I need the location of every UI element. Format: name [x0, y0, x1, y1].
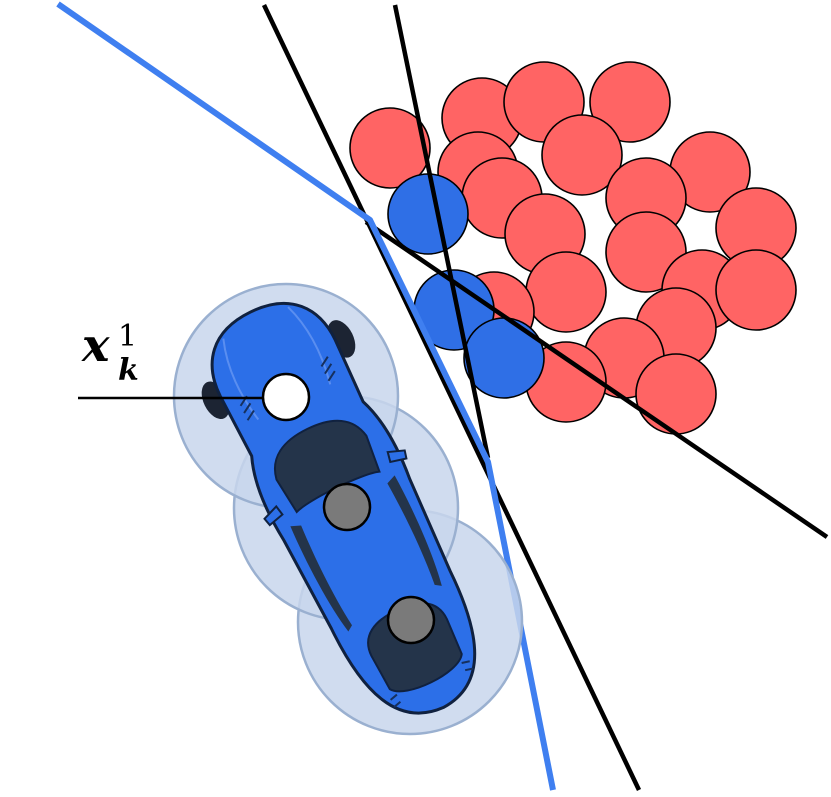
- label-base: x: [82, 318, 110, 372]
- separating-planes: [261, 4, 829, 791]
- car-vent: [320, 356, 336, 382]
- rear-reference-point: [386, 595, 436, 645]
- obstacle-circle: [525, 251, 607, 333]
- car-side-window: [290, 525, 352, 632]
- car-windshield: [274, 419, 381, 514]
- separating-plane-line: [261, 4, 642, 791]
- car-vent: [461, 660, 474, 672]
- obstacle-circle: [589, 61, 671, 143]
- obstacle-circle: [635, 353, 717, 435]
- car-side-window: [387, 475, 442, 586]
- obstacle-circle: [349, 107, 431, 189]
- label-superscript: 1: [118, 319, 138, 354]
- car-mirror: [386, 449, 408, 464]
- obstacle-circle: [715, 249, 797, 331]
- middle-reference-point: [322, 482, 372, 532]
- selected-obstacle-circle: [463, 317, 545, 399]
- label-subscript: k: [118, 353, 139, 388]
- reference-point-label: x 1 k: [82, 322, 139, 386]
- selected-obstacle-circle: [387, 173, 469, 255]
- car-mirror: [263, 504, 284, 527]
- front-reference-point: [261, 372, 311, 422]
- separating-plane-line: [364, 220, 829, 539]
- obstacle-circle: [541, 114, 623, 196]
- car-hood-line: [287, 306, 332, 385]
- car-vent: [389, 693, 402, 708]
- selected-obstacles: [387, 173, 545, 399]
- separating-plane-line: [392, 4, 491, 459]
